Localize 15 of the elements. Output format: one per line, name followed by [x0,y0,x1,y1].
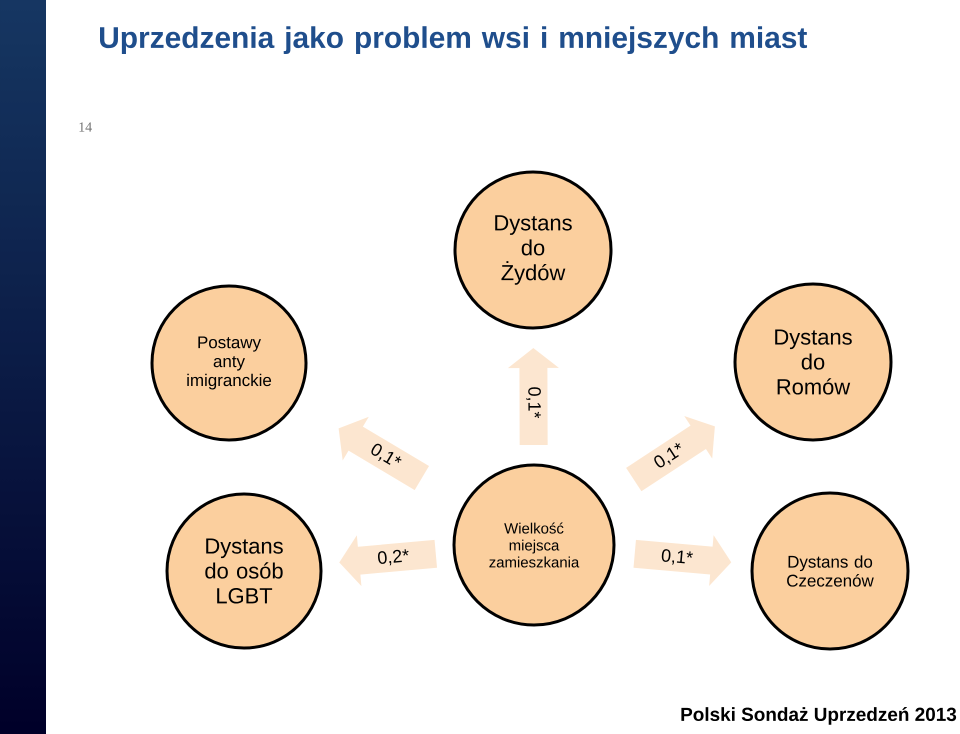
footer-text: Polski Sondaż Uprzedzeń 2013 [681,707,956,725]
circle-node: Wielkość miejsca zamieszkania [452,464,616,626]
title: Uprzedzenia jako problem wsi i mniejszych miast [100,26,808,54]
circle-node: Dystans do Czeczenów [750,492,910,650]
block-arrow [626,416,715,492]
page-number: 14 [79,122,92,132]
edge-label: 0,1* [366,440,404,472]
edge-label: 0,1* [659,548,695,568]
edge-label: 0,1* [525,386,542,420]
edge-label: 0,1* [650,440,688,473]
circle-node: Postawy anty imigranckie [150,284,308,442]
edge-label: 0,2* [376,548,411,568]
circle-node: Dystans do Romów [734,282,892,442]
circle-node: Dystans do osób LGBT [166,492,322,650]
circle-node: Dystans do Żydów [454,170,612,330]
